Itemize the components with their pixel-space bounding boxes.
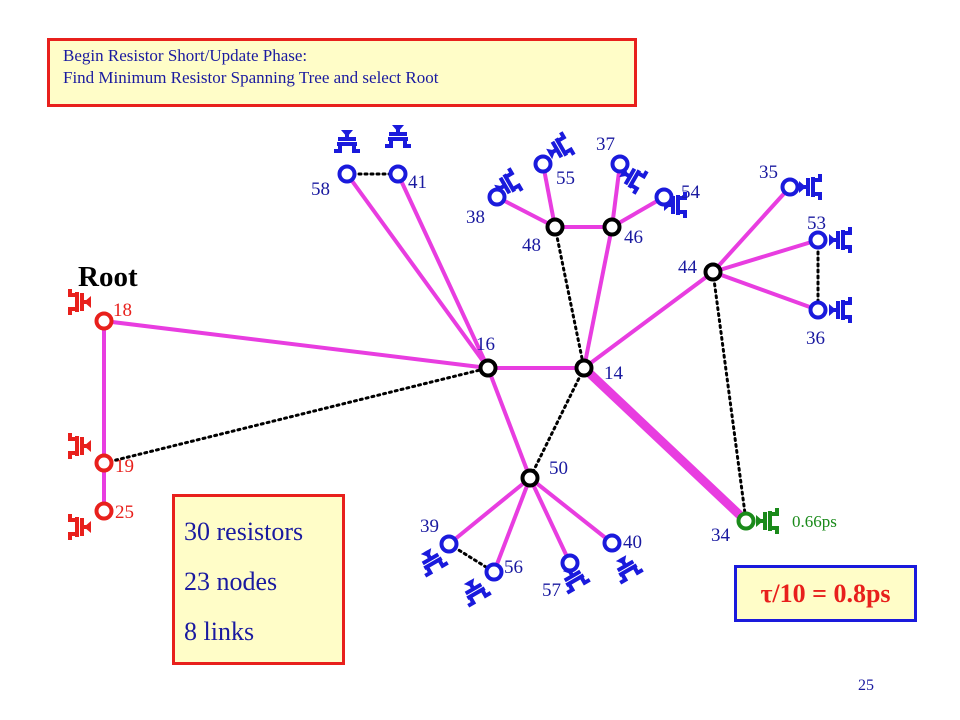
transistor-icon-41	[385, 125, 411, 148]
transistor-icon-56	[463, 578, 492, 608]
node-54	[654, 187, 674, 207]
transistor-icon-25	[68, 514, 91, 540]
node-36	[808, 300, 828, 320]
node-label-37: 37	[596, 134, 615, 155]
edge-44-53	[712, 238, 819, 274]
node-label-48: 48	[522, 235, 541, 256]
node-label-46: 46	[624, 227, 643, 248]
node-label-50: 50	[549, 458, 568, 479]
node-18	[94, 311, 114, 331]
phase-description-box: Begin Resistor Short/Update Phase: Find …	[47, 38, 637, 107]
edge-50-56	[492, 477, 532, 573]
edge-50-39	[447, 476, 532, 546]
node-25	[94, 501, 114, 521]
node-label-56: 56	[504, 557, 523, 578]
node-50	[520, 468, 540, 488]
edge-50-40	[528, 476, 614, 545]
node-19	[94, 453, 114, 473]
node-48	[545, 217, 565, 237]
node-41	[388, 164, 408, 184]
transistor-icon-36	[829, 297, 852, 323]
transistor-icon-39	[420, 548, 449, 578]
node-16	[478, 358, 498, 378]
transistor-icon-53	[829, 227, 852, 253]
node-label-16: 16	[476, 334, 495, 355]
node-53	[808, 230, 828, 250]
node-label-53: 53	[807, 213, 826, 234]
edge-14-46	[582, 226, 614, 369]
edge-16-50	[486, 367, 532, 479]
node-label-35: 35	[759, 162, 778, 183]
edge-18-16	[103, 319, 489, 370]
edge-48-38	[496, 195, 556, 229]
node-56	[484, 562, 504, 582]
transistor-icon-18	[68, 289, 91, 315]
node-37	[610, 154, 630, 174]
transistor-icon-55	[546, 131, 576, 160]
time-label: 0.66ps	[792, 512, 837, 531]
transistor-icon-40	[615, 555, 644, 585]
node-label-39: 39	[420, 516, 439, 537]
node-label-18: 18	[113, 300, 132, 321]
phase-title: Begin Resistor Short/Update Phase:	[63, 46, 308, 65]
edge-19-16	[102, 366, 490, 465]
node-57	[560, 553, 580, 573]
node-55	[533, 154, 553, 174]
phase-subtitle: Find Minimum Resistor Spanning Tree and …	[63, 68, 439, 87]
node-label-44: 44	[678, 257, 698, 278]
edge-50-57	[528, 477, 572, 564]
node-label-41: 41	[408, 172, 427, 193]
transistor-icon-19	[68, 433, 91, 459]
tau-box: τ/10 = 0.8ps	[734, 565, 917, 622]
node-label-55: 55	[556, 168, 575, 189]
edge-16-58	[345, 172, 490, 370]
node-34	[736, 511, 756, 531]
tau-text: τ/10 = 0.8ps	[760, 579, 891, 608]
edge-44-34	[711, 270, 748, 523]
transistor-icon-35	[799, 174, 822, 200]
node-label-58: 58	[311, 179, 330, 200]
transistor-icon-58	[334, 130, 360, 153]
link-count: 8 links	[184, 617, 255, 646]
node-label-40: 40	[623, 532, 642, 553]
edge-46-37	[610, 163, 622, 228]
root-label: Root	[78, 261, 138, 293]
edge-44-36	[712, 270, 819, 312]
edge-48-55	[541, 163, 557, 228]
edge-48-14	[553, 225, 586, 370]
node-label-14: 14	[604, 363, 624, 384]
node-label-19: 19	[115, 456, 134, 477]
node-40	[602, 533, 622, 553]
stats-box: 30 resistors 23 nodes 8 links	[172, 494, 345, 665]
node-38	[487, 187, 507, 207]
node-label-25: 25	[115, 502, 134, 523]
node-35	[780, 177, 800, 197]
edge-16-41	[396, 173, 490, 369]
node-58	[337, 164, 357, 184]
node-39	[439, 534, 459, 554]
edge-46-54	[611, 195, 665, 229]
node-label-34: 34	[711, 525, 731, 546]
edge-14-50	[528, 366, 586, 480]
node-46	[602, 217, 622, 237]
node-44	[703, 262, 723, 282]
edge-14-44	[582, 270, 715, 370]
node-count: 23 nodes	[184, 567, 278, 596]
page-number: 25	[858, 677, 874, 694]
node-label-54: 54	[681, 182, 701, 203]
node-label-57: 57	[542, 580, 561, 601]
node-14	[574, 358, 594, 378]
resistor-count: 30 resistors	[184, 517, 304, 546]
node-label-36: 36	[806, 328, 825, 349]
edge-14-34	[580, 364, 750, 525]
edge-44-35	[711, 185, 792, 274]
transistor-icon-34	[756, 508, 779, 534]
node-label-38: 38	[466, 207, 485, 228]
